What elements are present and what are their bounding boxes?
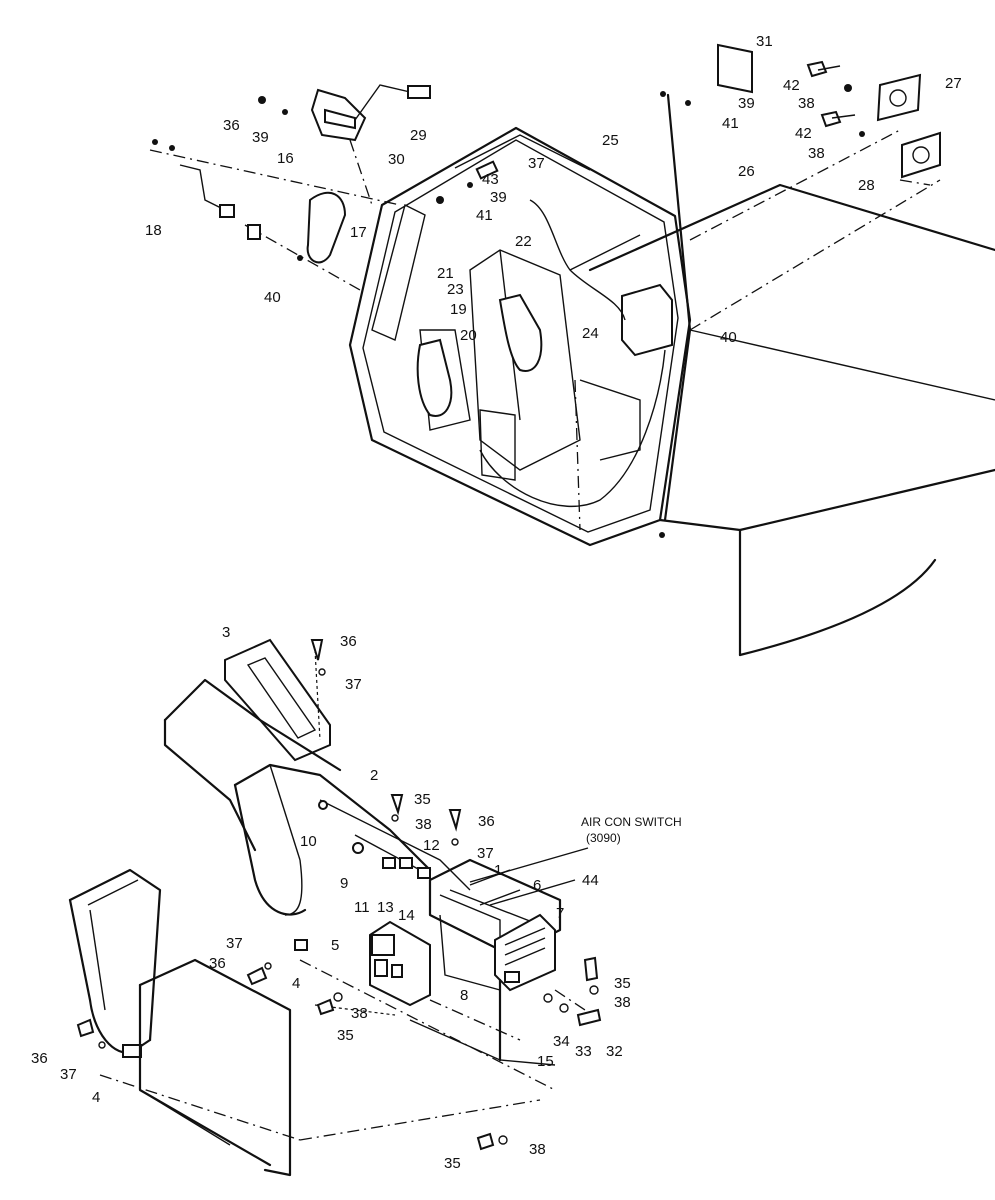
callout-1: 1: [494, 862, 502, 879]
callout-40b: 40: [720, 329, 737, 346]
callout-35d: 35: [444, 1155, 461, 1172]
callout-39c: 39: [490, 189, 507, 206]
callout-14: 14: [398, 907, 415, 924]
callout-37-upper: 37: [528, 155, 545, 172]
callout-41b: 41: [476, 207, 493, 224]
callout-38d: 38: [529, 1141, 546, 1158]
callout-18: 18: [145, 222, 162, 239]
callout-39b: 39: [252, 129, 269, 146]
callout-22: 22: [515, 233, 532, 250]
callout-38b-lower: 38: [614, 994, 631, 1011]
callout-37c: 37: [226, 935, 243, 952]
callout-36c: 36: [209, 955, 226, 972]
callout-31: 31: [756, 33, 773, 50]
callout-20: 20: [460, 327, 477, 344]
callout-39a: 39: [738, 95, 755, 112]
callout-12: 12: [423, 837, 440, 854]
callout-25: 25: [602, 132, 619, 149]
callout-34: 34: [553, 1033, 570, 1050]
callout-17: 17: [350, 224, 367, 241]
callout-42a: 42: [783, 77, 800, 94]
callout-11: 11: [354, 899, 370, 916]
callout-5: 5: [331, 937, 339, 954]
callout-35c: 35: [337, 1027, 354, 1044]
callout-26: 26: [738, 163, 755, 180]
note-line-1: AIR CON SWITCH: [581, 815, 682, 829]
callout-36d: 36: [31, 1050, 48, 1067]
callout-29: 29: [410, 127, 427, 144]
air-con-switch-note: AIR CON SWITCH (3090): [581, 815, 682, 845]
callout-38a: 38: [798, 95, 815, 112]
callout-37d: 37: [60, 1066, 77, 1083]
callout-2: 2: [370, 767, 378, 784]
lower-callouts: 3 36 37 2 35 38 36 10 12 37 1 9 6 44 11 …: [31, 624, 631, 1172]
callout-37a: 37: [345, 676, 362, 693]
callout-44: 44: [582, 872, 599, 889]
callout-36-upper: 36: [223, 117, 240, 134]
callout-28: 28: [858, 177, 875, 194]
callout-35a: 35: [414, 791, 431, 808]
callout-32: 32: [606, 1043, 623, 1060]
cab-assembly-drawing: [149, 43, 995, 657]
callout-33: 33: [575, 1043, 592, 1060]
callout-4b: 4: [92, 1089, 100, 1106]
callout-3: 3: [222, 624, 230, 641]
callout-10: 10: [300, 833, 317, 850]
callout-35b: 35: [614, 975, 631, 992]
callout-6: 6: [533, 877, 541, 894]
upper-callouts: 31 42 39 38 27 41 42 38 28 36 39 16 29 2…: [145, 33, 962, 346]
callout-13: 13: [377, 899, 394, 916]
callout-7: 7: [556, 905, 564, 922]
callout-43: 43: [482, 171, 499, 188]
callout-30: 30: [388, 151, 405, 168]
callout-27: 27: [945, 75, 962, 92]
callout-23: 23: [447, 281, 464, 298]
callout-36a: 36: [340, 633, 357, 650]
callout-19: 19: [450, 301, 467, 318]
callout-24: 24: [582, 325, 599, 342]
callout-16: 16: [277, 150, 294, 167]
callout-38a-lower: 38: [415, 816, 432, 833]
callout-8: 8: [460, 987, 468, 1004]
callout-40a: 40: [264, 289, 281, 306]
callout-9: 9: [340, 875, 348, 892]
callout-38c: 38: [351, 1005, 368, 1022]
callout-4a: 4: [292, 975, 300, 992]
callout-42b: 42: [795, 125, 812, 142]
callout-37b: 37: [477, 845, 494, 862]
callout-38b: 38: [808, 145, 825, 162]
callout-41a: 41: [722, 115, 739, 132]
note-line-2: (3090): [586, 831, 621, 845]
callout-36b: 36: [478, 813, 495, 830]
callout-15: 15: [537, 1053, 554, 1070]
callout-21: 21: [437, 265, 454, 282]
console-assembly-drawing: [68, 638, 602, 1177]
